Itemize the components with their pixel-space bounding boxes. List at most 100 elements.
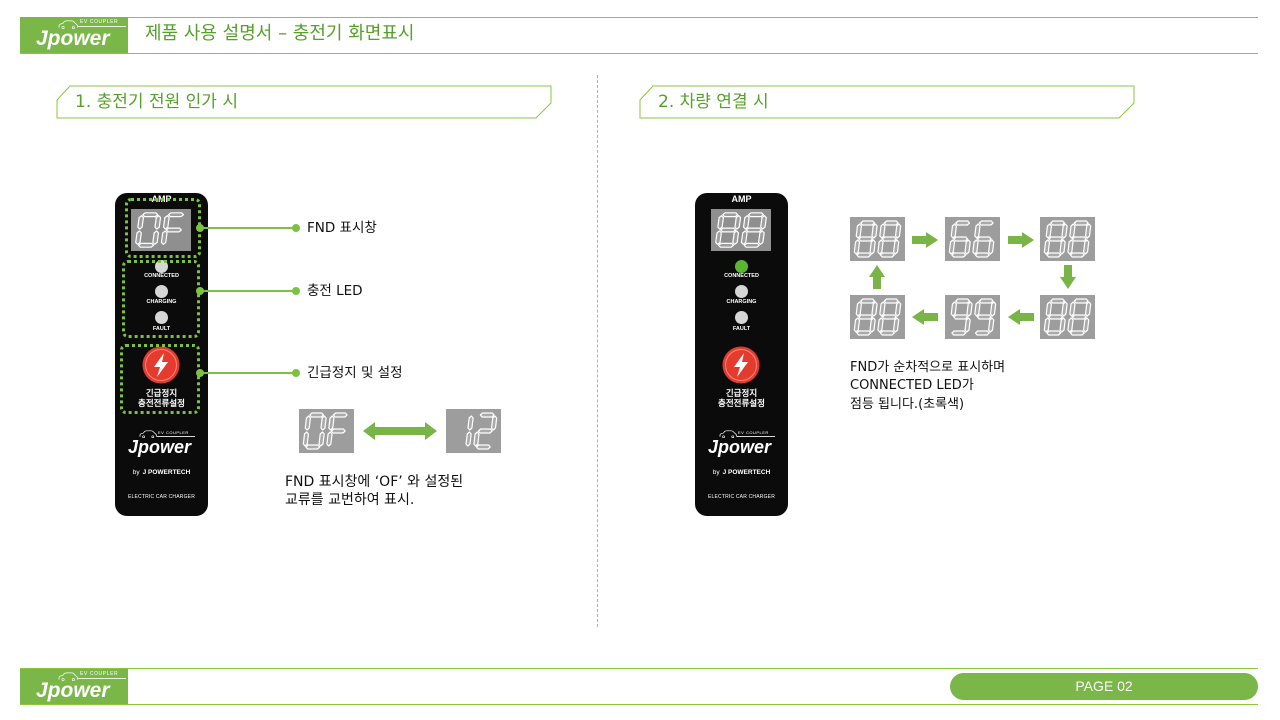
segment-c [758,231,764,244]
section2-heading: 2. 차량 연결 시 [638,84,1138,120]
car-logo-icon [58,20,78,29]
led-charging [155,285,168,298]
digit-1 [854,299,878,335]
fnd-display [711,209,771,251]
segment-b [155,216,161,229]
fnd-display-a [299,409,354,453]
callout-label: 충전 LED [307,283,363,299]
segment-a [722,213,738,217]
segment-c [965,240,971,254]
digit-1 [135,213,161,247]
segment-g [478,429,492,433]
segment-c [1060,240,1066,254]
device-logo-rule [157,436,195,437]
segment-d [1070,253,1084,257]
segment-c [153,231,159,244]
digit-1 [1044,221,1068,257]
segment-e [1068,318,1074,332]
section2-note-line1: FND가 순차적으로 표시하며 [850,360,1006,375]
highlight-leds [122,260,200,338]
highlight-button [120,344,200,414]
led-label-fault: FAULT [152,326,171,332]
section1-note-line1: FND 표시창에 ‘OF’ 와 설정된 [285,474,464,490]
arrow-down-icon [1060,265,1076,289]
segment-g [331,429,345,433]
segment-d [880,253,894,257]
digit-1 [949,299,973,335]
segment-b [872,224,878,238]
button-label-line1: 긴급정지 [145,389,178,399]
segment-g [1072,237,1086,241]
logo-wordmark: Jpower [36,679,110,702]
segment-b [735,216,741,229]
emergency-button [722,346,760,384]
segment-a [748,213,764,217]
section-divider [597,75,598,627]
segment-g [720,228,736,232]
segment-c [466,432,472,446]
led-label-connected: CONNECTED [144,273,179,279]
sequence-display-4 [1040,295,1095,339]
digit-2 [327,413,348,446]
segment-a [884,299,898,303]
callout-fnd: FND 표시창 [196,220,436,236]
segment-b [760,216,766,229]
segment-c [988,318,994,332]
arrow-left-icon [1008,309,1034,325]
amp-label: AMP [731,194,752,204]
arrow-right-icon [912,232,938,248]
button-label-line2: 충전전류설정 [138,399,185,409]
footer-logo: EV COUPLER Jpower [20,669,128,704]
segment-c [870,318,876,332]
highlight-fnd [125,198,201,258]
segment-g [882,237,896,241]
segment-f [718,216,724,229]
segment-e [161,231,167,244]
fnd-display-b [446,409,501,453]
section2-note-line2: CONNECTED LED가 [850,378,974,393]
segment-e [474,432,480,446]
segment-e [854,240,860,254]
button-label-line1: 긴급정지 [725,389,758,399]
segment-c [870,240,876,254]
segment-a [956,221,970,225]
car-logo-icon [58,672,78,681]
sequence-display-3 [1040,217,1095,261]
segment-e [949,240,955,254]
section1-heading-text: 1. 충전기 전원 인가 시 [75,92,238,112]
seven-segment-digits [711,209,771,251]
callout-label: FND 표시창 [307,220,377,236]
segment-d [476,445,490,449]
segment-f [305,416,311,430]
maker-prefix: by [712,469,720,476]
segment-g [746,228,762,232]
segment-g [859,315,873,319]
digit-2 [1067,299,1091,335]
seven-segment-digits [299,409,354,453]
led-connected [735,260,748,273]
led-label-connected: CONNECTED [724,273,759,279]
segment-c [1060,318,1066,332]
heading-frame [639,85,1135,119]
segment-f [880,302,886,316]
segment-e [878,240,884,254]
callout-label: 긴급정지 및 설정 [307,365,403,381]
segment-g [1072,315,1086,319]
seven-segment-digits [1040,295,1095,339]
segment-f [1070,302,1076,316]
segment-f [1070,224,1076,238]
segment-e [854,318,860,332]
segment-e [715,231,721,244]
digit-2 [1067,221,1091,257]
led-fault [735,311,748,324]
segment-f [975,224,981,238]
led-label-charging: CHARGING [726,299,757,305]
segment-a [333,413,347,417]
segment-b [990,302,996,316]
segment-b [1062,302,1068,316]
segment-b [491,416,497,430]
digit-2 [741,213,767,247]
